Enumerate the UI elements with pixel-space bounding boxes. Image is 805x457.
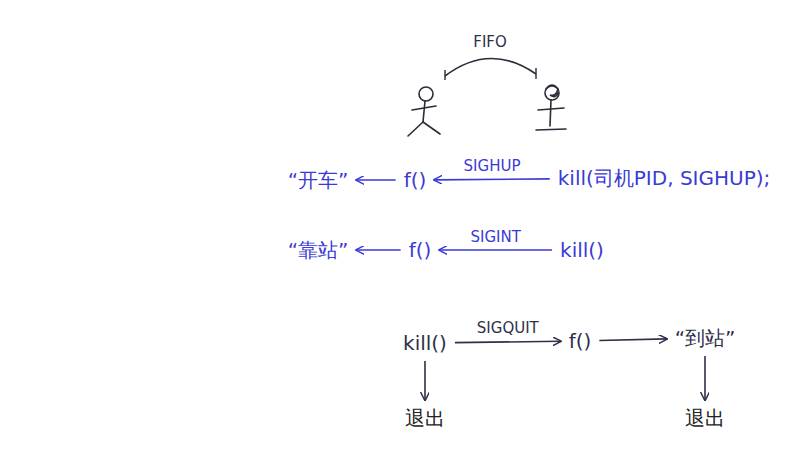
- signal-text: kill(): [556, 236, 608, 264]
- node-text: kill(): [403, 331, 447, 355]
- signal-text: 退出: [401, 404, 449, 432]
- signal-text: kill(): [399, 329, 451, 357]
- fifo-arc: [445, 58, 536, 76]
- signal-arrow: [599, 339, 666, 341]
- signal-text: “到站”: [671, 324, 740, 352]
- signal-text: “靠站”: [284, 236, 353, 264]
- signal-name: SIGQUIT: [477, 319, 539, 337]
- signal-arrow: [439, 249, 552, 251]
- signal-text: “开车”: [284, 166, 353, 194]
- signal-arrow: [424, 361, 426, 400]
- node-text: “开车”: [288, 168, 349, 192]
- channel-label: FIFO: [473, 33, 507, 51]
- signal-name: SIGHUP: [464, 157, 521, 175]
- conductor-figure: [536, 85, 566, 130]
- signal-name: SIGINT: [471, 228, 521, 246]
- node-text: “靠站”: [288, 238, 349, 262]
- signal-arrow: [455, 341, 561, 342]
- signal-text: f(): [400, 166, 431, 194]
- signal-text: f(): [405, 236, 436, 264]
- node-text: kill(司机PID, SIGHUP);: [558, 166, 771, 190]
- node-text: f(): [404, 168, 427, 192]
- driver-figure: [408, 87, 440, 136]
- signal-text: f(): [565, 327, 596, 355]
- signal-arrow: [434, 178, 549, 181]
- node-text: f(): [569, 329, 592, 353]
- node-text: f(): [409, 238, 432, 262]
- signal-arrow: [356, 179, 395, 181]
- signal-text: kill(司机PID, SIGHUP);: [554, 164, 775, 192]
- node-text: kill(): [560, 238, 604, 262]
- node-text: 退出: [405, 406, 445, 430]
- signal-arrow: [704, 356, 706, 400]
- fifo-arc-ends: [445, 68, 536, 80]
- node-text: 退出: [685, 406, 725, 430]
- signal-arrow: [356, 249, 400, 251]
- node-text: “到站”: [675, 326, 736, 350]
- signal-text: 退出: [681, 404, 729, 432]
